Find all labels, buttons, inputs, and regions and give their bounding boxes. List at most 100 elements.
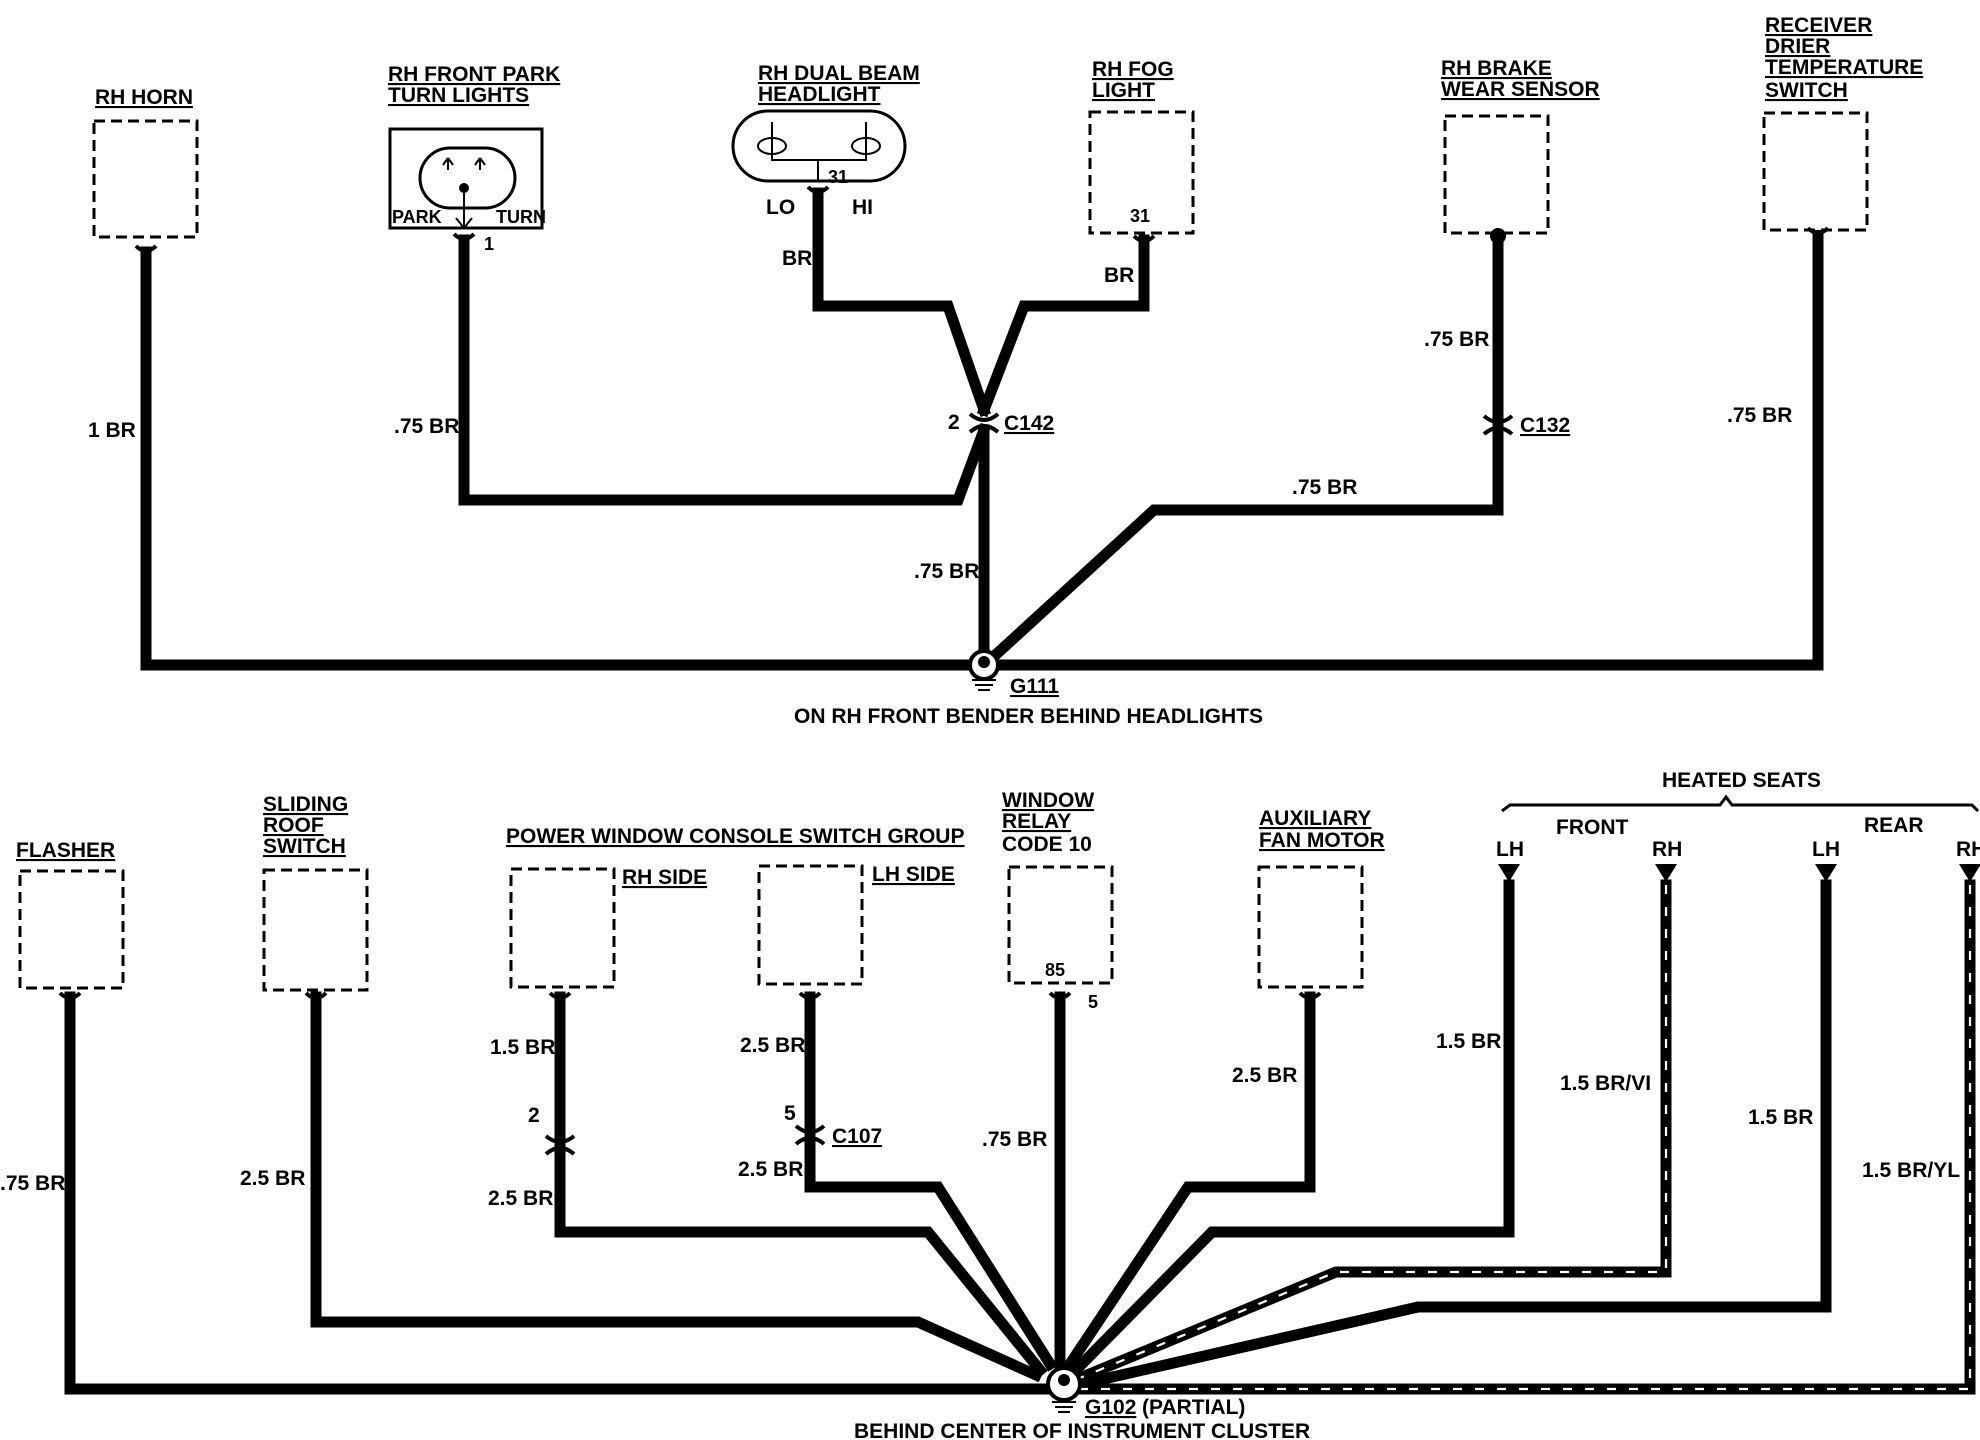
sliding-wire-label: 2.5 BR — [240, 1167, 305, 1190]
wire-brake-sensor — [982, 230, 1504, 668]
lh-side-lower-wire-label: 2.5 BR — [738, 1158, 803, 1181]
fog-pin-label: 31 — [1130, 206, 1150, 226]
brake-sensor-node — [1490, 228, 1506, 244]
g111-label: G111 — [1010, 675, 1059, 698]
fog-wire-label: BR — [1104, 264, 1134, 287]
rear-label: REAR — [1864, 814, 1924, 837]
wire-flasher — [64, 991, 1066, 1395]
power-window-rh-side-box — [509, 867, 616, 989]
receiver-drier-switch-box — [1762, 111, 1869, 232]
receiver-label-3: TEMPERATURE — [1765, 56, 1923, 79]
relay-pin-outside-label: 5 — [1088, 992, 1098, 1012]
relay-label-1: WINDOW — [1002, 789, 1094, 812]
heated-seats-label: HEATED SEATS — [1662, 769, 1821, 792]
power-window-lh-side-box — [757, 864, 864, 986]
wire-rear-rh — [1060, 879, 1976, 1395]
park-pin-label: 1 — [484, 234, 494, 254]
park-turn-lead — [455, 188, 473, 230]
g111-location: ON RH FRONT BENDER BEHIND HEADLIGHTS — [794, 705, 1263, 728]
wire-rear-lh — [1075, 879, 1832, 1391]
rear-rh-terminal — [1959, 864, 1980, 882]
wire-park-lights — [458, 234, 992, 506]
c142-label: C142 — [1004, 412, 1054, 435]
rh-front-park-label-2: TURN LIGHTS — [388, 84, 529, 107]
dual-beam-pin-label: 31 — [828, 167, 848, 187]
brake-label-1: RH BRAKE — [1441, 57, 1552, 80]
wire-front-lh — [1068, 879, 1515, 1378]
front-lh-terminal — [1498, 864, 1520, 882]
park-terminal — [452, 232, 476, 241]
flasher-label: FLASHER — [16, 839, 115, 862]
fog-label-1: RH FOG — [1092, 58, 1174, 81]
sliding-label-2: ROOF — [263, 814, 324, 837]
rh-horn-label: RH HORN — [95, 86, 193, 109]
aux-terminal — [1298, 991, 1322, 1000]
flasher-wire-label: .75 BR — [0, 1172, 65, 1195]
wire-front-rh-stripe — [1079, 885, 1668, 1380]
wire-headlight-lo — [812, 187, 991, 417]
lh-side-terminal — [798, 991, 822, 1000]
power-window-group-label: POWER WINDOW CONSOLE SWITCH GROUP — [506, 825, 964, 848]
auxiliary-fan-motor-box — [1257, 865, 1364, 989]
window-relay-box — [1007, 865, 1114, 985]
wire-rh-side — [554, 991, 1048, 1378]
turn-label: TURN — [496, 207, 546, 227]
flasher-box — [18, 869, 125, 990]
g102-ground-center — [1058, 1374, 1070, 1386]
fog-terminal — [1132, 234, 1156, 243]
rear-rh-wire-label: 1.5 BR/YL — [1862, 1159, 1960, 1182]
wire-fog-light — [976, 234, 1150, 418]
brake-wire-label: .75 BR — [1424, 328, 1489, 351]
rh-front-park-lamp-box — [388, 127, 544, 230]
lo-terminal — [806, 185, 830, 194]
relay-label-3: CODE 10 — [1002, 833, 1092, 856]
c107-connector — [794, 1124, 826, 1146]
rh-side-terminal — [548, 991, 572, 1000]
fog-label-2: LIGHT — [1092, 79, 1155, 102]
sliding-terminal — [304, 991, 328, 1000]
sliding-label-1: SLIDING — [263, 793, 348, 816]
rh-side-label: RH SIDE — [622, 866, 707, 889]
front-rh-wire-label: 1.5 BR/VI — [1560, 1072, 1651, 1095]
front-label: FRONT — [1556, 816, 1628, 839]
brake-label-2: WEAR SENSOR — [1441, 78, 1600, 101]
g102-location: BEHIND CENTER OF INSTRUMENT CLUSTER — [854, 1420, 1310, 1440]
relay-label-2: RELAY — [1002, 810, 1071, 833]
park-label: PARK — [392, 207, 442, 227]
c132-label: C132 — [1520, 414, 1570, 437]
front-lh-label: LH — [1496, 838, 1524, 861]
wire-lh-side — [804, 991, 1058, 1372]
rh-side-pin-label: 2 — [528, 1104, 540, 1127]
lh-side-label: LH SIDE — [872, 863, 955, 886]
receiver-label-2: DRIER — [1765, 35, 1830, 58]
g102-label: G102 — [1085, 1396, 1136, 1419]
lo-label: LO — [766, 196, 795, 219]
c142-out-wire-label: .75 BR — [914, 560, 979, 583]
g102-ground-symbol — [1052, 1401, 1076, 1413]
front-lh-wire-label: 1.5 BR — [1436, 1030, 1501, 1053]
aux-label-2: FAN MOTOR — [1259, 829, 1385, 852]
horn-wire-label: 1 BR — [88, 419, 136, 442]
c142-connector — [968, 412, 1000, 434]
c132-connector — [1482, 414, 1514, 436]
wire-rear-rh-stripe — [1066, 885, 1972, 1391]
rh-horn-box — [92, 119, 199, 239]
park-turn-arrows — [442, 157, 486, 170]
dual-beam-label-1: RH DUAL BEAM — [758, 62, 920, 85]
receiver-terminal — [1806, 226, 1830, 235]
c142-pin-label: 2 — [948, 411, 960, 434]
lo-wire-label: BR — [782, 247, 812, 270]
g102-partial-label: (PARTIAL) — [1142, 1396, 1245, 1419]
rear-lh-label: LH — [1812, 838, 1840, 861]
rh-fog-light-box — [1088, 110, 1195, 235]
rh-front-park-label-1: RH FRONT PARK — [388, 63, 560, 86]
sliding-label-3: SWITCH — [263, 835, 346, 858]
rear-rh-label: RH — [1956, 838, 1980, 861]
wire-aux-fan — [1062, 991, 1316, 1372]
rh-side-upper-wire-label: 1.5 BR — [490, 1036, 555, 1059]
rear-lh-wire-label: 1.5 BR — [1748, 1106, 1813, 1129]
park-wire-label: .75 BR — [394, 415, 459, 438]
flasher-terminal — [58, 991, 82, 1000]
relay-wire-label: .75 BR — [982, 1128, 1047, 1151]
g111-ground-symbol — [972, 679, 996, 691]
